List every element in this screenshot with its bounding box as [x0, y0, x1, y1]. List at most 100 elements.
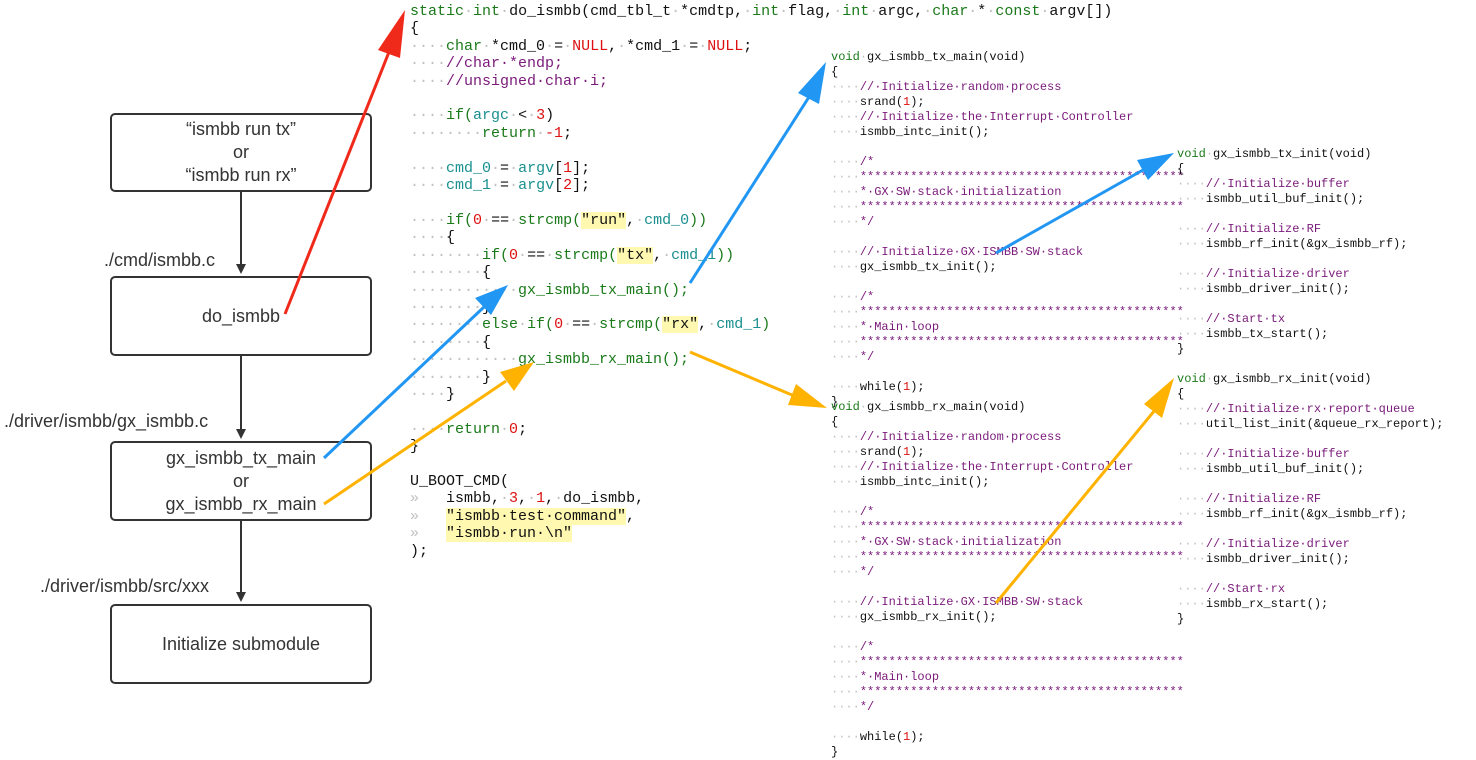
- code-line: ····*/: [831, 565, 1184, 580]
- code-token: ·: [680, 37, 690, 55]
- code-token: ,: [653, 246, 663, 264]
- code-line: ····//·Start·rx: [1177, 582, 1443, 597]
- code-token: */: [859, 350, 875, 364]
- code-token: ·: [779, 3, 789, 20]
- code-line: ····char·*cmd_0·=·NULL,·*cmd_1·=·NULL;: [410, 38, 1112, 55]
- code-line: void·gx_ismbb_tx_init(void): [1177, 147, 1407, 162]
- code-token: ····: [1177, 462, 1206, 476]
- code-line: ····while(1);: [831, 380, 1184, 395]
- code-token: ·: [482, 211, 492, 229]
- flow-box-main-line2: or: [232, 470, 249, 491]
- code-token: {: [831, 65, 839, 79]
- code-line: {: [1177, 162, 1407, 177]
- code-token: ····: [831, 320, 860, 334]
- code-line: » "ismbb·test·command",: [410, 507, 1112, 525]
- code-line: ····//·Initialize·GX·ISMBB·SW·stack: [831, 245, 1184, 260]
- code-line: ····gx_ismbb_tx_init();: [831, 260, 1184, 275]
- code-token: argc,: [878, 3, 924, 20]
- code-block-rx-init: void·gx_ismbb_rx_init(void){····//·Initi…: [1177, 372, 1443, 627]
- code-line: ····if(argc·<·3): [410, 107, 1112, 124]
- code-token: */: [859, 565, 875, 579]
- code-token: =: [689, 37, 699, 55]
- code-line: {: [1177, 387, 1443, 402]
- code-line: {: [831, 415, 1184, 430]
- code-token: ];: [572, 177, 591, 195]
- code-token: ····: [831, 335, 860, 349]
- code-line: » "ismbb·run·\n": [410, 525, 1112, 543]
- code-line: ····ismbb_driver_init();: [1177, 552, 1443, 567]
- code-token: "ismbb·test·command": [446, 507, 627, 525]
- code-token: {: [831, 415, 839, 429]
- code-token: {: [482, 264, 492, 282]
- code-token: //unsigned·char·i;: [446, 72, 609, 90]
- code-line: ····*/: [831, 700, 1184, 715]
- code-token: ········: [410, 298, 483, 316]
- code-token: ·: [509, 177, 519, 195]
- code-line: ····************************************…: [831, 335, 1184, 350]
- code-token: <: [518, 107, 528, 125]
- code-token: ,: [626, 211, 636, 229]
- code-token: ismbb_util_buf_init();: [1205, 462, 1365, 476]
- code-token: ····: [410, 72, 447, 90]
- code-token: gx_ismbb_rx_init();: [859, 610, 997, 624]
- code-line: }: [1177, 612, 1443, 627]
- code-token: ismbb_util_buf_init();: [1205, 192, 1365, 206]
- code-token: ;: [518, 420, 528, 438]
- code-token: strcmp(: [518, 211, 582, 229]
- code-token: ·: [545, 37, 555, 55]
- code-token: ·: [536, 124, 546, 142]
- code-token: ····: [831, 95, 860, 109]
- code-token: [: [554, 177, 564, 195]
- code-line: ············gx_ismbb_rx_main();: [410, 351, 1112, 368]
- code-token: ****************************************…: [859, 335, 1184, 349]
- code-line: ····/*: [831, 155, 1184, 170]
- code-token: »: [410, 507, 447, 525]
- code-token: ····: [831, 670, 860, 684]
- code-token: »: [410, 525, 447, 543]
- code-token: ·: [500, 420, 510, 438]
- code-token: 3: [509, 490, 519, 508]
- code-line: ····ismbb_driver_init();: [1177, 282, 1407, 297]
- flow-box-main-line3: gx_ismbb_rx_main: [165, 493, 317, 514]
- code-token: argv: [518, 159, 555, 177]
- code-token: ·: [554, 490, 564, 508]
- code-token: ····: [410, 385, 447, 403]
- code-line: ····cmd_1·=·argv[2];: [410, 177, 1112, 194]
- code-token: return: [446, 420, 501, 438]
- code-token: ····: [1177, 282, 1206, 296]
- code-token: ····: [1177, 402, 1206, 416]
- code-token: ····: [1177, 492, 1206, 506]
- code-token: ····: [831, 535, 860, 549]
- code-token: ········: [410, 124, 483, 142]
- code-token: //·Start·rx: [1205, 582, 1286, 596]
- code-line: ····srand(1);: [831, 95, 1184, 110]
- code-line: ········if(0·==·strcmp("tx",·cmd_1)): [410, 246, 1112, 264]
- code-token: ·: [968, 3, 978, 20]
- code-token: }: [410, 438, 420, 456]
- code-token: util_list_init(&queue_rx_report);: [1205, 417, 1444, 431]
- code-token: void: [1177, 372, 1206, 386]
- code-token: *: [977, 3, 987, 20]
- code-token: ·: [743, 3, 753, 20]
- code-token: ····: [831, 125, 860, 139]
- code-token: *·GX·SW·stack·initialization: [859, 535, 1062, 549]
- code-token: ····: [831, 655, 860, 669]
- flow-box-init-submodule: Initialize submodule: [110, 604, 372, 684]
- code-token: int: [752, 3, 780, 20]
- code-token: ismbb_rx_start();: [1205, 597, 1329, 611]
- code-token: ****************************************…: [859, 520, 1184, 534]
- code-token: ·: [518, 246, 528, 264]
- flow-box-do-ismbb: do_ismbb: [110, 276, 372, 356]
- code-token: *·Main·loop: [859, 670, 940, 684]
- code-token: ·: [617, 37, 627, 55]
- code-token: char: [932, 3, 969, 20]
- code-block-rx-main: void·gx_ismbb_rx_main(void){····//·Initi…: [831, 400, 1184, 760]
- code-token: ····: [831, 245, 860, 259]
- code-token: //·Initialize·GX·ISMBB·SW·stack: [859, 595, 1084, 609]
- code-token: ····: [1177, 537, 1206, 551]
- code-token: 1: [903, 95, 911, 109]
- code-token: int: [842, 3, 870, 20]
- code-line: ····//·Initialize·random·process: [831, 430, 1184, 445]
- code-line: ····ismbb_rf_init(&gx_ismbb_rf);: [1177, 507, 1443, 522]
- code-token: srand(: [859, 95, 904, 109]
